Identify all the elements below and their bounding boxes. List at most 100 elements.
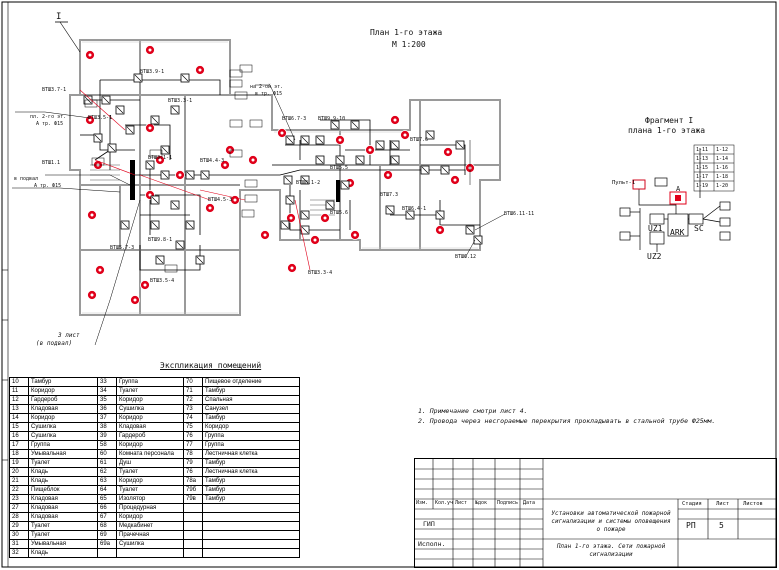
room-number: 19 — [9, 458, 29, 468]
room-number: 66 — [97, 503, 117, 513]
stamp-ispoln: Исполн. — [418, 540, 446, 548]
stamp-h-data: Дата — [523, 500, 536, 506]
stamp-sheet-header: Лист — [716, 501, 730, 507]
room-number: 38 — [97, 422, 117, 432]
room-number: 14 — [9, 413, 29, 423]
riser-bar — [130, 160, 135, 200]
room-name: Медкабинет — [116, 521, 184, 531]
fragment-label: 1-19 — [696, 183, 709, 189]
room-name: Спальная — [202, 395, 300, 405]
detector-dot — [98, 268, 102, 272]
loop-label: ВТШ6.7-3 — [282, 116, 307, 122]
room-number: 71 — [183, 386, 203, 396]
room-name: Санузел — [202, 404, 300, 414]
room-name: Коридор — [116, 476, 184, 486]
room-number: 65 — [97, 494, 117, 504]
room-number: 13 — [9, 404, 29, 414]
room-number — [183, 521, 203, 531]
room-name: Кладовая — [28, 404, 98, 414]
detector-dot — [453, 178, 457, 182]
fragment-subtitle: плана 1-го этажа — [628, 126, 706, 135]
room-name: Лестничная клетка — [202, 449, 300, 459]
room-number: 28 — [9, 512, 29, 522]
project-title: Установки автоматической пожарной сигнал… — [551, 510, 671, 533]
room-name: Тамбур — [202, 485, 300, 495]
fragment-label: 1-18 — [716, 174, 729, 180]
room-name: Коридор — [116, 395, 184, 405]
room-name: Коридор — [116, 512, 184, 522]
detector-dot — [403, 133, 407, 137]
room-name: Туалет — [28, 521, 98, 531]
room-name: Прачечная — [116, 530, 184, 540]
room-number: 15 — [9, 422, 29, 432]
room-name: Кладь — [28, 476, 98, 486]
room-name: Туалет — [116, 485, 184, 495]
detector-dot — [233, 198, 237, 202]
detector-dot — [90, 213, 94, 217]
room-number: 61 — [97, 458, 117, 468]
stamp-stage: РП — [686, 521, 696, 530]
wire-segment — [94, 149, 111, 161]
room-name: Коридор — [28, 386, 98, 396]
room-name: Коридор — [28, 413, 98, 423]
room-number: 60 — [97, 449, 117, 459]
room-number: 36 — [97, 404, 117, 414]
fragment-label: 1-15 — [696, 165, 709, 171]
room-number: 29 — [9, 521, 29, 531]
room-name: Туалет — [116, 386, 184, 396]
detector-dot — [368, 148, 372, 152]
room-tag — [229, 69, 243, 78]
detector-dot — [143, 283, 147, 287]
room-number: 17 — [9, 440, 29, 450]
room-name — [116, 548, 184, 558]
room-name — [202, 512, 300, 522]
fragment-diagram — [619, 148, 731, 252]
loop-label: ВТШ9.8-1 — [148, 237, 173, 243]
detector-dot — [178, 173, 182, 177]
room-name: Туалет — [116, 467, 184, 477]
room-number: 76 — [183, 467, 203, 477]
room-number: 74 — [183, 413, 203, 423]
fragment-label-grid — [693, 144, 735, 192]
device-a: А — [676, 185, 681, 193]
wall-hatching — [82, 41, 478, 314]
loop-label: ВТШ5.5 — [330, 165, 349, 171]
room-name — [202, 503, 300, 513]
red-leader-lines — [79, 89, 311, 271]
loop-label: ВТШ6.12 — [455, 254, 477, 260]
detector-dot — [198, 68, 202, 72]
room-number: 31 — [9, 539, 29, 549]
room-number: 78а — [183, 476, 203, 486]
footer-mark-2: (в подвал) — [36, 340, 73, 347]
fragment-label: 1-16 — [716, 165, 729, 171]
room-number: 33 — [97, 377, 117, 387]
room-number: 23 — [9, 494, 29, 504]
detector-dot — [353, 233, 357, 237]
room-number: 11 — [9, 386, 29, 396]
basement-note-2: в тр. Ф15 — [255, 91, 283, 97]
title-block-grid — [415, 459, 776, 567]
room-number: 37 — [97, 413, 117, 423]
detector-dot — [338, 138, 342, 142]
detector-dot — [88, 53, 92, 57]
room-number: 22 — [9, 485, 29, 495]
detector-dot — [393, 118, 397, 122]
room-name: Тамбур — [202, 494, 300, 504]
wire-segment — [420, 144, 466, 175]
room-number: 69а — [97, 539, 117, 549]
fragment-note: Пульт-1 — [612, 180, 636, 186]
room-number — [183, 503, 203, 513]
room-number: 39 — [97, 431, 117, 441]
room-name: Коридор — [116, 440, 184, 450]
room-name: Кладовая — [116, 422, 184, 432]
